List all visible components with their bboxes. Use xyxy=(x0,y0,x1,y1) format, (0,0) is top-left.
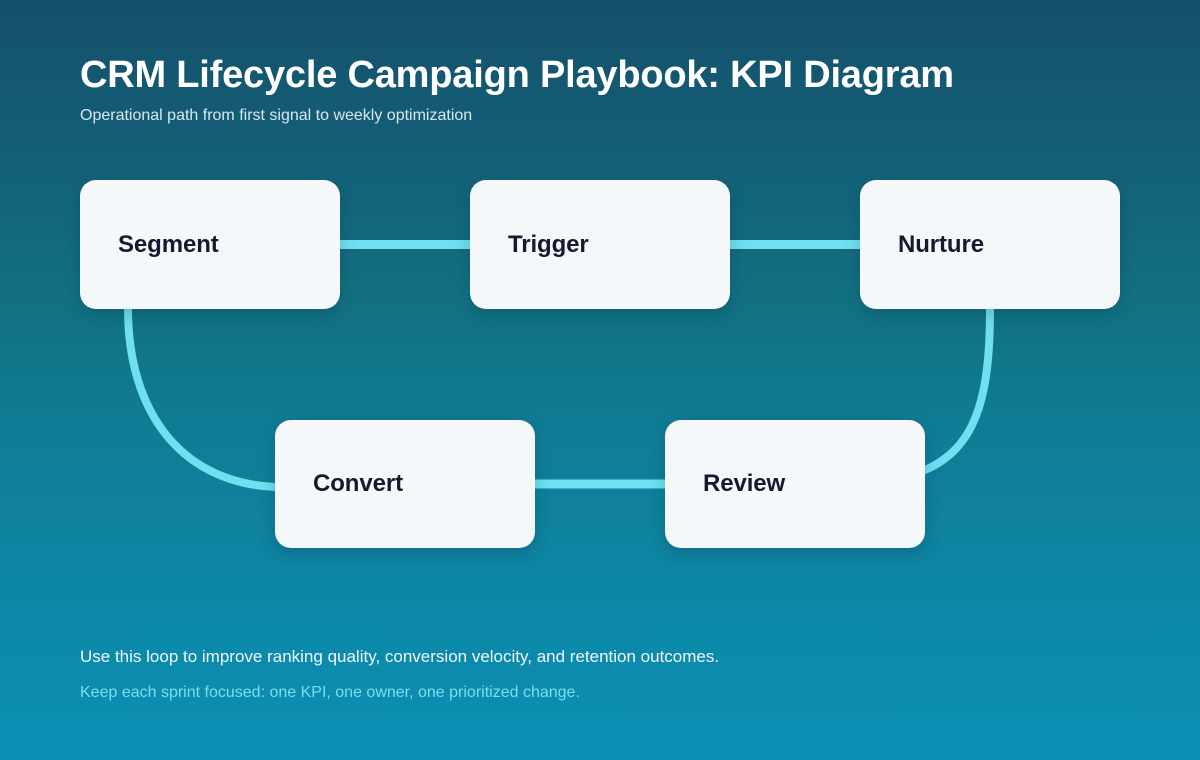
header: CRM Lifecycle Campaign Playbook: KPI Dia… xyxy=(80,52,1120,126)
node-convert-label: Convert xyxy=(313,470,403,497)
footer: Use this loop to improve ranking quality… xyxy=(80,646,1120,703)
footer-primary-text: Use this loop to improve ranking quality… xyxy=(80,647,720,666)
node-trigger-label: Trigger xyxy=(508,230,589,258)
node-nurture-label: Nurture xyxy=(898,230,984,258)
edge-convert-to-segment xyxy=(124,305,279,491)
footer-secondary-text: Keep each sprint focused: one KPI, one o… xyxy=(80,684,580,701)
node-trigger[interactable]: Trigger xyxy=(470,180,730,309)
node-convert[interactable]: Convert xyxy=(275,420,535,548)
node-review-label: Review xyxy=(703,470,786,497)
page-title: CRM Lifecycle Campaign Playbook: KPI Dia… xyxy=(80,54,954,96)
page-subtitle: Operational path from first signal to we… xyxy=(80,107,473,124)
edge-nurture-to-review xyxy=(921,305,994,474)
node-segment-label: Segment xyxy=(118,230,219,258)
node-nurture[interactable]: Nurture xyxy=(860,180,1120,309)
node-review[interactable]: Review xyxy=(665,420,925,548)
node-segment[interactable]: Segment xyxy=(80,180,340,309)
